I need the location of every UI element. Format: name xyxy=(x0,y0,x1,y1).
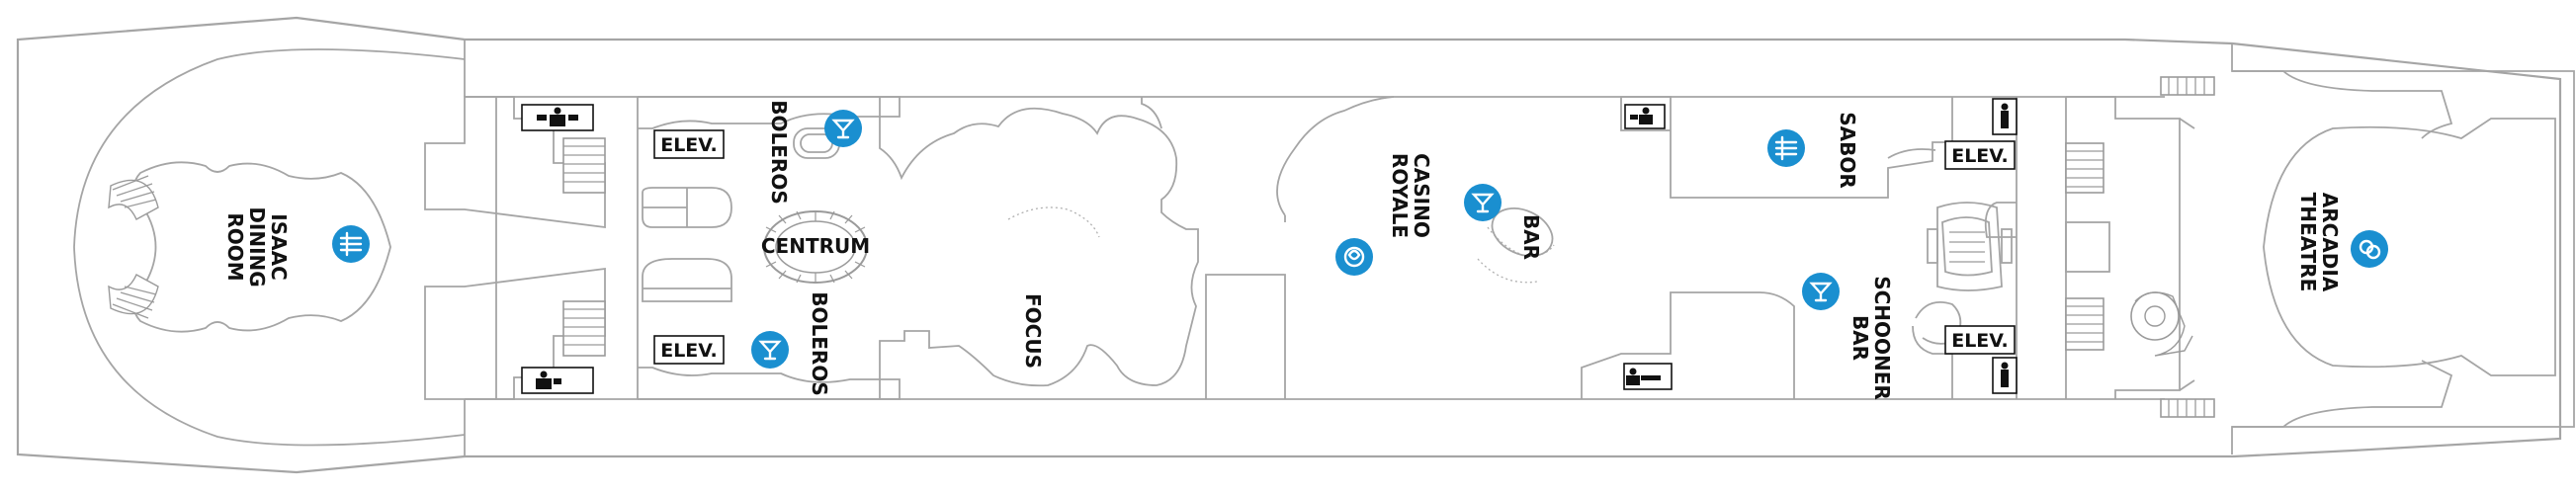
dining-room-scallop xyxy=(132,161,391,333)
cocktail-icon[interactable] xyxy=(751,331,789,369)
cocktail-icon[interactable] xyxy=(1802,273,1840,310)
isaac-dining-line-3: ROOM xyxy=(223,212,247,281)
focus-area xyxy=(879,97,1199,399)
inner-hull-line xyxy=(2231,43,2575,454)
svg-text:BAR: BAR xyxy=(1848,315,1872,361)
dining-stairs-top xyxy=(108,175,159,220)
centrum-label: CENTRUM xyxy=(761,234,870,258)
svg-text:SCHOONER: SCHOONER xyxy=(1870,276,1894,400)
cocktail-icon[interactable] xyxy=(824,110,862,147)
svg-text:FOCUS: FOCUS xyxy=(1021,293,1045,369)
svg-text:ARCADIA: ARCADIA xyxy=(2318,193,2342,292)
svg-text:BOLEROS: BOLEROS xyxy=(767,100,791,204)
isaac-dining-line-1: ISAAC xyxy=(267,213,291,280)
svg-text:SABOR: SABOR xyxy=(1836,112,1859,189)
casino-royale-label: CASINO ROYALE xyxy=(1388,153,1433,238)
theatre-icon[interactable] xyxy=(2351,230,2388,268)
svg-text:ELEV.: ELEV. xyxy=(1951,330,2009,352)
sabor-label: SABOR xyxy=(1836,112,1859,189)
restroom-icon xyxy=(521,104,594,131)
stairs-aft-external-bottom xyxy=(2160,398,2215,418)
cocktail-icon[interactable] xyxy=(1464,184,1502,221)
elevator-aft-bottom: ELEV. xyxy=(1944,325,2016,355)
forward-service-top xyxy=(424,96,606,229)
arcadia-theatre-outline xyxy=(2263,118,2556,376)
restroom-icon xyxy=(1623,363,1673,390)
svg-text:BOLEROS: BOLEROS xyxy=(808,291,831,395)
bar-label: BAR xyxy=(1519,214,1543,260)
svg-text:THEATRE: THEATRE xyxy=(2296,193,2320,292)
arcadia-theatre-label: ARCADIA THEATRE xyxy=(2296,193,2342,292)
svg-text:BAR: BAR xyxy=(1519,214,1543,260)
dining-stairs-bottom xyxy=(108,274,159,319)
stairs-forward-bottom xyxy=(562,300,606,357)
svg-text:ELEV.: ELEV. xyxy=(660,340,718,362)
dining-icon[interactable] xyxy=(1767,129,1805,167)
svg-text:ROYALE: ROYALE xyxy=(1388,153,1412,238)
restroom-icon xyxy=(1624,104,1666,129)
elevator-forward-bottom: ELEV. xyxy=(653,335,725,365)
centrum-ring xyxy=(763,210,868,284)
restroom-icon xyxy=(1992,357,2018,394)
schooner-bar-label: SCHOONER BAR xyxy=(1848,276,1894,400)
svg-text:CASINO: CASINO xyxy=(1410,153,1433,238)
isaac-dining-room-label: ISAAC DINING ROOM xyxy=(223,206,291,287)
dining-room-wall xyxy=(73,48,466,447)
svg-text:ELEV.: ELEV. xyxy=(660,134,718,156)
restroom-icon xyxy=(521,367,594,394)
stairs-aft-bottom xyxy=(2065,297,2104,351)
boleros-top-label: BOLEROS xyxy=(767,100,791,204)
elevator-aft-top: ELEV. xyxy=(1944,140,2016,170)
stairs-aft-external-top xyxy=(2160,76,2215,96)
elevator-forward-top: ELEV. xyxy=(653,129,725,159)
stairs-aft-top xyxy=(2065,142,2104,194)
focus-label: FOCUS xyxy=(1021,293,1045,369)
isaac-dining-line-2: DINING xyxy=(245,206,269,287)
stairs-forward-top xyxy=(562,137,606,194)
spiral-stair xyxy=(2130,291,2193,357)
dining-icon[interactable] xyxy=(332,225,370,263)
aft-atrium xyxy=(1927,202,2013,291)
casino-icon[interactable] xyxy=(1335,238,1373,276)
boleros-bottom-label: BOLEROS xyxy=(808,291,831,395)
restroom-icon xyxy=(1992,98,2018,135)
svg-text:ELEV.: ELEV. xyxy=(1951,145,2009,167)
